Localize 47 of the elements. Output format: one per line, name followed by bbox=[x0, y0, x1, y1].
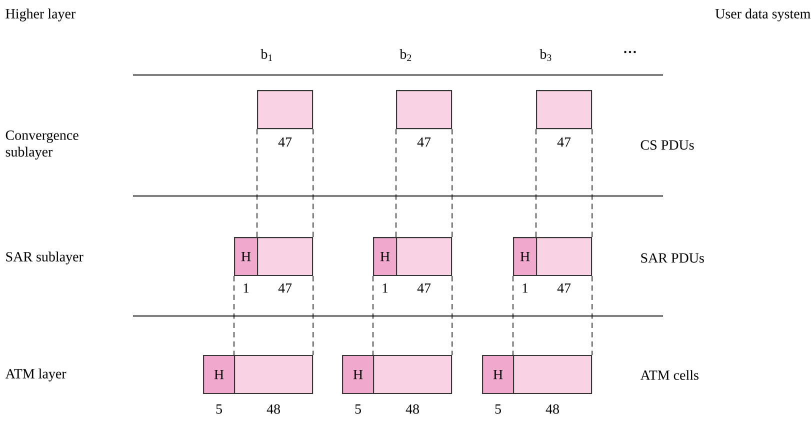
size-label: 48 bbox=[406, 404, 419, 414]
unit-label: SAR PDUs bbox=[641, 253, 704, 263]
size-label: 5 bbox=[355, 404, 361, 414]
layer-label: SAR sublayer bbox=[6, 252, 84, 264]
projection-line bbox=[312, 276, 314, 356]
size-label: 1 bbox=[244, 283, 249, 293]
layer-label: ATM layer bbox=[5, 368, 66, 382]
projection-line bbox=[256, 128, 258, 238]
header-box: H bbox=[513, 237, 538, 276]
size-label: 47 bbox=[278, 283, 292, 293]
payload-box bbox=[536, 237, 592, 276]
unit-label: ATM cells bbox=[640, 370, 698, 380]
header-box: H bbox=[234, 237, 258, 276]
size-label: 1 bbox=[382, 283, 388, 293]
projection-line bbox=[312, 128, 314, 238]
payload-box bbox=[257, 237, 314, 276]
size-label: 47 bbox=[417, 283, 431, 293]
unit-label: CS PDUs bbox=[640, 140, 694, 150]
size-label: 47 bbox=[417, 137, 431, 147]
payload-box bbox=[396, 237, 452, 276]
size-label: 47 bbox=[557, 283, 571, 293]
payload-box bbox=[536, 90, 592, 130]
header-box: H bbox=[342, 355, 374, 394]
size-label: 5 bbox=[216, 404, 222, 414]
header-box: H bbox=[482, 355, 514, 394]
size-label: 47 bbox=[278, 137, 292, 147]
size-label: 1 bbox=[522, 283, 528, 293]
layer-label: Higher layer bbox=[6, 8, 76, 22]
block-label: b$_{2}$ bbox=[400, 49, 412, 61]
payload-box bbox=[234, 355, 314, 394]
projection-line bbox=[512, 276, 514, 356]
size-label: 48 bbox=[266, 404, 280, 414]
payload-box bbox=[373, 355, 452, 394]
size-label: 47 bbox=[557, 137, 571, 147]
unit-label: User data system bbox=[715, 8, 810, 22]
payload-box bbox=[257, 90, 314, 130]
size-label: 5 bbox=[495, 404, 501, 414]
header-box: H bbox=[203, 355, 236, 394]
block-label: b$_{1}$ bbox=[260, 49, 272, 61]
payload-box bbox=[396, 90, 452, 130]
projection-line bbox=[372, 276, 374, 356]
payload-box bbox=[513, 355, 592, 394]
layer-label: Convergence sublayer bbox=[6, 130, 78, 160]
header-box: H bbox=[373, 237, 398, 276]
ellipsis: … bbox=[624, 50, 636, 54]
block-label: b$_{3}$ bbox=[540, 49, 552, 61]
size-label: 48 bbox=[546, 404, 559, 414]
